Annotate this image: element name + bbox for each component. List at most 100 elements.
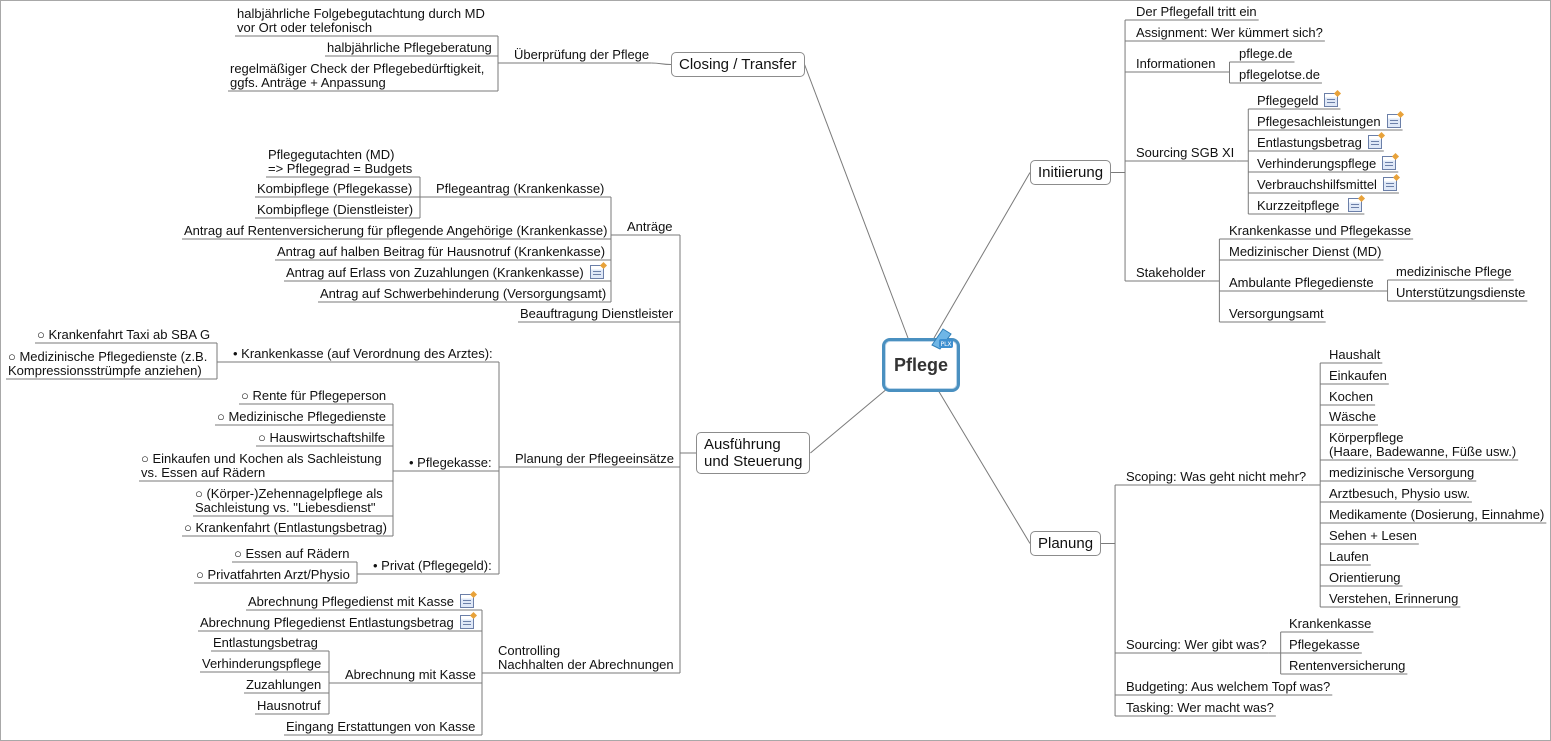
topic-abrechnung-pflegedienst-kasse[interactable]: Abrechnung Pflegedienst mit Kasse — [248, 594, 474, 609]
topic-antrag-zuzahlungen[interactable]: Antrag auf Erlass von Zuzahlungen (Krank… — [286, 265, 604, 280]
note-icon[interactable] — [459, 594, 474, 608]
topic-medizinische-pflege[interactable]: medizinische Pflege — [1396, 264, 1512, 279]
branch-closing-transfer[interactable]: Closing / Transfer — [671, 52, 805, 77]
topic-privatfahrten[interactable]: ○ Privatfahrten Arzt/Physio — [196, 567, 350, 582]
topic-kk-pk[interactable]: Krankenkasse und Pflegekasse — [1229, 223, 1412, 238]
topic-pflegegeld-label: Pflegegeld — [1257, 93, 1319, 108]
topic-tasking[interactable]: Tasking: Wer macht was? — [1126, 700, 1274, 715]
topic-sehen-lesen[interactable]: Sehen + Lesen — [1329, 528, 1417, 543]
topic-hauswirtschaftshilfe[interactable]: ○ Hauswirtschaftshilfe — [258, 430, 386, 445]
topic-entlastungsbetrag[interactable]: Entlastungsbetrag — [1257, 135, 1382, 150]
topic-orientierung[interactable]: Orientierung — [1329, 570, 1401, 585]
topic-krankenkasse-verordnung[interactable]: • Krankenkasse (auf Verordnung des Arzte… — [233, 346, 493, 361]
topic-haushalt[interactable]: Haushalt — [1329, 347, 1381, 362]
topic-sourcing-rentenversicherung[interactable]: Rentenversicherung — [1289, 658, 1406, 673]
topic-kombipflege-pflegekasse[interactable]: Kombipflege (Pflegekasse) — [257, 181, 413, 196]
topic-medikamente[interactable]: Medikamente (Dosierung, Einnahme) — [1329, 507, 1545, 522]
note-icon[interactable] — [1382, 177, 1397, 191]
topic-kurzzeitpflege-label: Kurzzeitpflege — [1257, 198, 1340, 213]
topic-antrag-zuzahlungen-label: Antrag auf Erlass von Zuzahlungen (Krank… — [286, 265, 584, 280]
topic-waesche[interactable]: Wäsche — [1329, 409, 1376, 424]
topic-pflegesachleistungen-label: Pflegesachleistungen — [1257, 114, 1381, 129]
topic-entlastungsbetrag-abr[interactable]: Entlastungsbetrag — [213, 635, 318, 650]
topic-abrechnung-pflegedienst-kasse-label: Abrechnung Pflegedienst mit Kasse — [248, 594, 454, 609]
topic-einkaufen[interactable]: Einkaufen — [1329, 368, 1387, 383]
topic-entlastungsbetrag-label: Entlastungsbetrag — [1257, 135, 1362, 150]
note-icon[interactable] — [1382, 156, 1397, 170]
topic-beauftragung[interactable]: Beauftragung Dienstleister — [520, 306, 674, 321]
topic-abrechnung-entlastungsbetrag-label: Abrechnung Pflegedienst Entlastungsbetra… — [200, 615, 454, 630]
topic-controlling[interactable]: Controlling Nachhalten der Abrechnungen — [498, 643, 674, 672]
topic-verbrauchshilfsmittel-label: Verbrauchshilfsmittel — [1257, 177, 1377, 192]
topic-verbrauchshilfsmittel[interactable]: Verbrauchshilfsmittel — [1257, 177, 1397, 192]
topic-verstehen[interactable]: Verstehen, Erinnerung — [1329, 591, 1459, 606]
central-topic-label: Pflege — [893, 355, 949, 375]
note-icon[interactable] — [1348, 198, 1363, 212]
topic-versorgungsamt[interactable]: Versorgungsamt — [1229, 306, 1324, 321]
topic-informationen[interactable]: Informationen — [1136, 56, 1216, 71]
topic-rente-pflegeperson[interactable]: ○ Rente für Pflegeperson — [241, 388, 387, 403]
topic-pflegeantrag[interactable]: Pflegeantrag (Krankenkasse) — [436, 181, 605, 196]
note-icon[interactable] — [459, 615, 474, 629]
topic-antrag-schwerbehinderung[interactable]: Antrag auf Schwerbehinderung (Versorgung… — [320, 286, 607, 301]
topic-antrag-hausnotruf[interactable]: Antrag auf halben Beitrag für Hausnotruf… — [277, 244, 606, 259]
topic-krankenfahrt-taxi[interactable]: ○ Krankenfahrt Taxi ab SBA G — [37, 327, 211, 342]
topic-ambulante-pflegedienste[interactable]: Ambulante Pflegedienste — [1229, 275, 1374, 290]
topic-arztbesuch[interactable]: Arztbesuch, Physio usw. — [1329, 486, 1470, 501]
topic-assignment[interactable]: Assignment: Wer kümmert sich? — [1136, 25, 1323, 40]
mindmap-logo-icon: PLX — [931, 328, 953, 350]
topic-sourcing-pflegekasse[interactable]: Pflegekasse — [1289, 637, 1360, 652]
topic-verhinderungspflege-abr[interactable]: Verhinderungspflege — [202, 656, 322, 671]
topic-medizinische-pflegedienste-kk[interactable]: ○ Medizinische Pflegedienste (z.B. Kompr… — [8, 349, 208, 378]
topic-antrag-rentenversicherung[interactable]: Antrag auf Rentenversicherung für pflege… — [184, 223, 608, 238]
topic-kochen[interactable]: Kochen — [1329, 389, 1374, 404]
topic-abrechnung-mit-kasse[interactable]: Abrechnung mit Kasse — [345, 667, 476, 682]
topic-privat-pflegegeld[interactable]: • Privat (Pflegegeld): — [373, 558, 492, 573]
topic-scoping[interactable]: Scoping: Was geht nicht mehr? — [1126, 469, 1307, 484]
topic-kurzzeitpflege[interactable]: Kurzzeitpflege — [1257, 198, 1363, 213]
topic-pflegelotse-de[interactable]: pflegelotse.de — [1239, 67, 1320, 82]
topic-hausnotruf-abr[interactable]: Hausnotruf — [257, 698, 321, 713]
topic-laufen[interactable]: Laufen — [1329, 549, 1369, 564]
topic-pflegefall[interactable]: Der Pflegefall tritt ein — [1136, 4, 1257, 19]
topic-abrechnung-entlastungsbetrag[interactable]: Abrechnung Pflegedienst Entlastungsbetra… — [200, 615, 474, 630]
topic-pflegesachleistungen[interactable]: Pflegesachleistungen — [1257, 114, 1401, 129]
topic-pflegegeld[interactable]: Pflegegeld — [1257, 93, 1339, 108]
topic-eingang-erstattungen[interactable]: Eingang Erstattungen von Kasse — [286, 719, 476, 734]
topic-krankenfahrt-entlastung[interactable]: ○ Krankenfahrt (Entlastungsbetrag) — [184, 520, 387, 535]
topic-unterstuetzungsdienste[interactable]: Unterstützungsdienste — [1396, 285, 1526, 300]
topic-sourcing-wer[interactable]: Sourcing: Wer gibt was? — [1126, 637, 1267, 652]
branch-initiierung[interactable]: Initiierung — [1030, 160, 1112, 185]
svg-text:PLX: PLX — [940, 341, 951, 348]
branch-planung[interactable]: Planung — [1030, 531, 1102, 556]
topic-zuzahlungen-abr[interactable]: Zuzahlungen — [246, 677, 322, 692]
topic-essen-auf-raedern[interactable]: ○ Essen auf Rädern — [234, 546, 350, 561]
topic-pflegekasse-planung[interactable]: • Pflegekasse: — [409, 455, 492, 470]
topic-ueberpruefung[interactable]: Überprüfung der Pflege — [514, 47, 650, 62]
note-icon[interactable] — [1324, 93, 1339, 107]
topic-einkaufen-kochen[interactable]: ○ Einkaufen und Kochen als Sachleistung … — [141, 451, 382, 480]
topic-sourcing-sgb[interactable]: Sourcing SGB XI — [1136, 145, 1235, 160]
topic-budgeting[interactable]: Budgeting: Aus welchem Topf was? — [1126, 679, 1331, 694]
topic-verhinderungspflege[interactable]: Verhinderungspflege — [1257, 156, 1397, 171]
topic-pflegeberatung[interactable]: halbjährliche Pflegeberatung — [327, 40, 492, 55]
topic-md[interactable]: Medizinischer Dienst (MD) — [1229, 244, 1382, 259]
topic-check-pflegebeduerftigkeit[interactable]: regelmäßiger Check der Pflegebedürftigke… — [230, 61, 485, 90]
central-topic[interactable]: Pflege — [882, 338, 960, 392]
topic-pflegegutachten[interactable]: Pflegegutachten (MD) => Pflegegrad = Bud… — [268, 147, 413, 176]
topic-sourcing-krankenkasse[interactable]: Krankenkasse — [1289, 616, 1372, 631]
topic-medizinische-versorgung[interactable]: medizinische Versorgung — [1329, 465, 1475, 480]
topic-planung-pflegeeinsaetze[interactable]: Planung der Pflegeeinsätze — [515, 451, 675, 466]
topic-antraege[interactable]: Anträge — [627, 219, 673, 234]
topic-zehennagelpflege[interactable]: ○ (Körper-)Zehennagelpflege als Sachleis… — [195, 486, 383, 515]
topic-kombipflege-dienstleister[interactable]: Kombipflege (Dienstleister) — [257, 202, 414, 217]
branch-ausfuehrung-steuerung[interactable]: Ausführung und Steuerung — [696, 432, 811, 474]
topic-koerperpflege[interactable]: Körperpflege (Haare, Badewanne, Füße usw… — [1329, 430, 1517, 459]
note-icon[interactable] — [589, 265, 604, 279]
topic-stakeholder[interactable]: Stakeholder — [1136, 265, 1206, 280]
note-icon[interactable] — [1386, 114, 1401, 128]
note-icon[interactable] — [1367, 135, 1382, 149]
topic-folgebegutachtung[interactable]: halbjährliche Folgebegutachtung durch MD… — [237, 6, 485, 35]
topic-pflege-de[interactable]: pflege.de — [1239, 46, 1293, 61]
topic-medizinische-pflegedienste[interactable]: ○ Medizinische Pflegedienste — [217, 409, 386, 424]
